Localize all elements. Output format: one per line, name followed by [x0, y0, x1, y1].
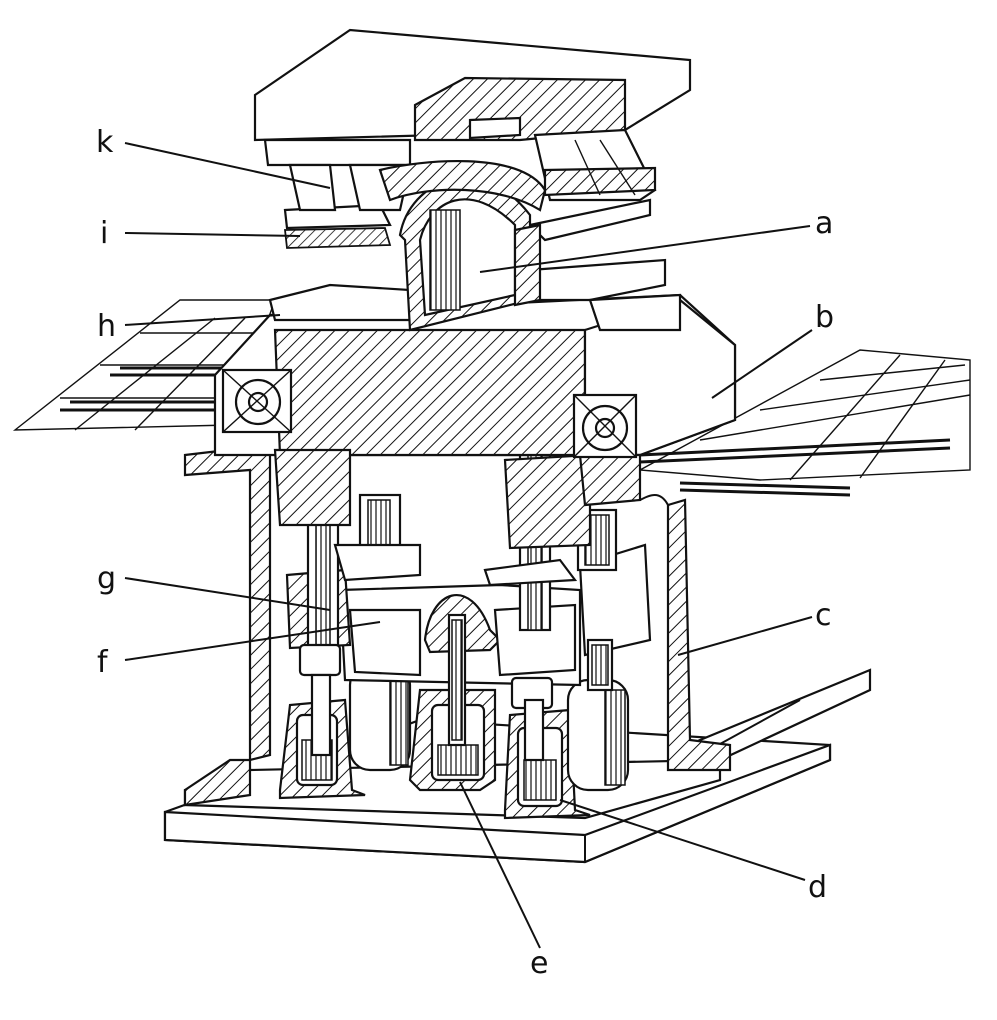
label-f: f [97, 645, 109, 680]
label-k: k [96, 125, 114, 160]
label-i: i [100, 216, 108, 251]
label-h: h [97, 309, 116, 344]
floor-grid-right [637, 349, 971, 497]
label-c: c [815, 598, 832, 633]
label-d: d [808, 870, 827, 905]
label-a: a [815, 206, 833, 241]
moving-bolster [213, 293, 737, 550]
label-g: g [97, 561, 116, 596]
upper-platen [268, 198, 682, 332]
top-head [253, 28, 692, 212]
leader-lines [124, 142, 813, 949]
label-b: b [815, 300, 834, 335]
mold [398, 177, 542, 332]
short-columns [333, 493, 618, 587]
frame-housing [183, 443, 732, 807]
floor-grid-left [12, 299, 276, 431]
label-e: e [530, 946, 548, 981]
part-labels: k i h a b c g f d e [96, 125, 834, 981]
